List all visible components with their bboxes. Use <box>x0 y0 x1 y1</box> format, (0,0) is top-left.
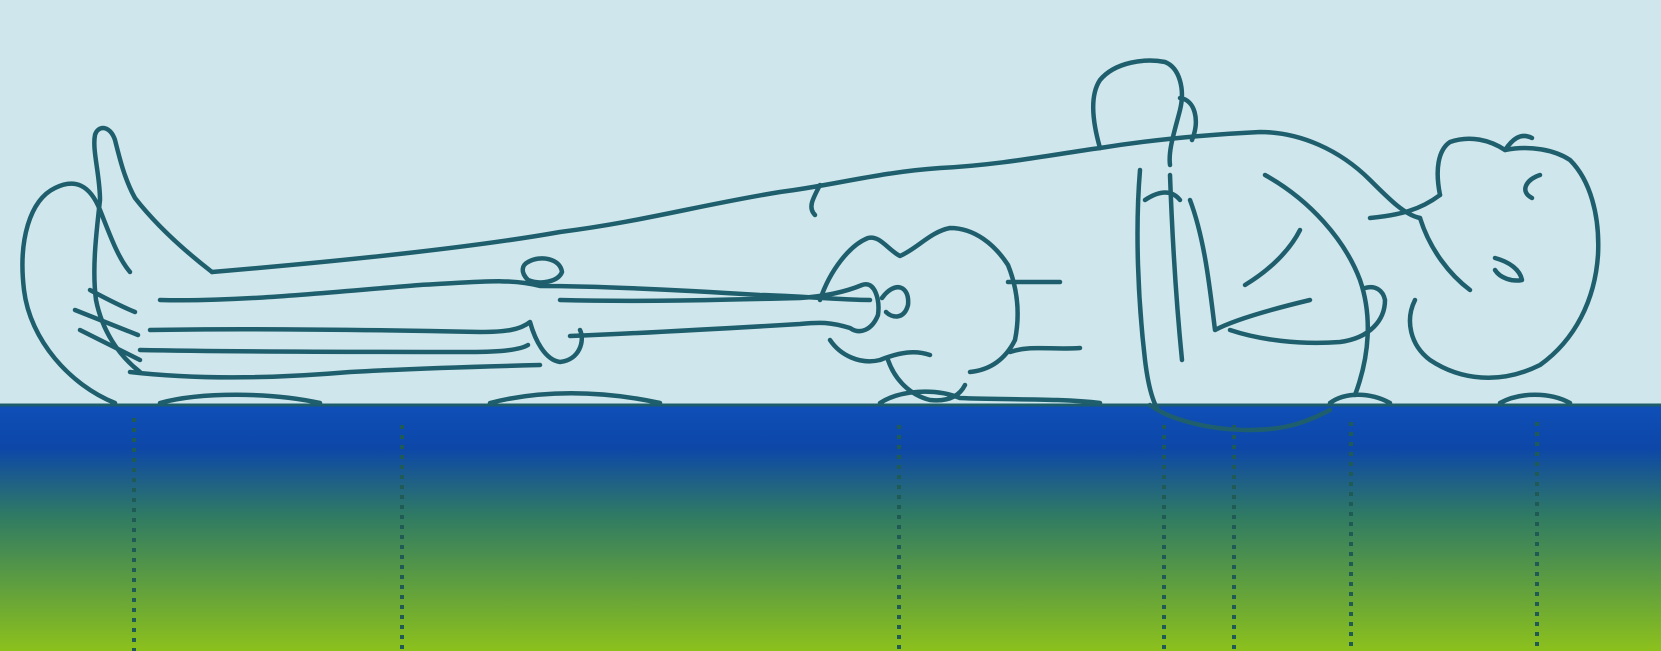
support-surface <box>0 404 1661 651</box>
